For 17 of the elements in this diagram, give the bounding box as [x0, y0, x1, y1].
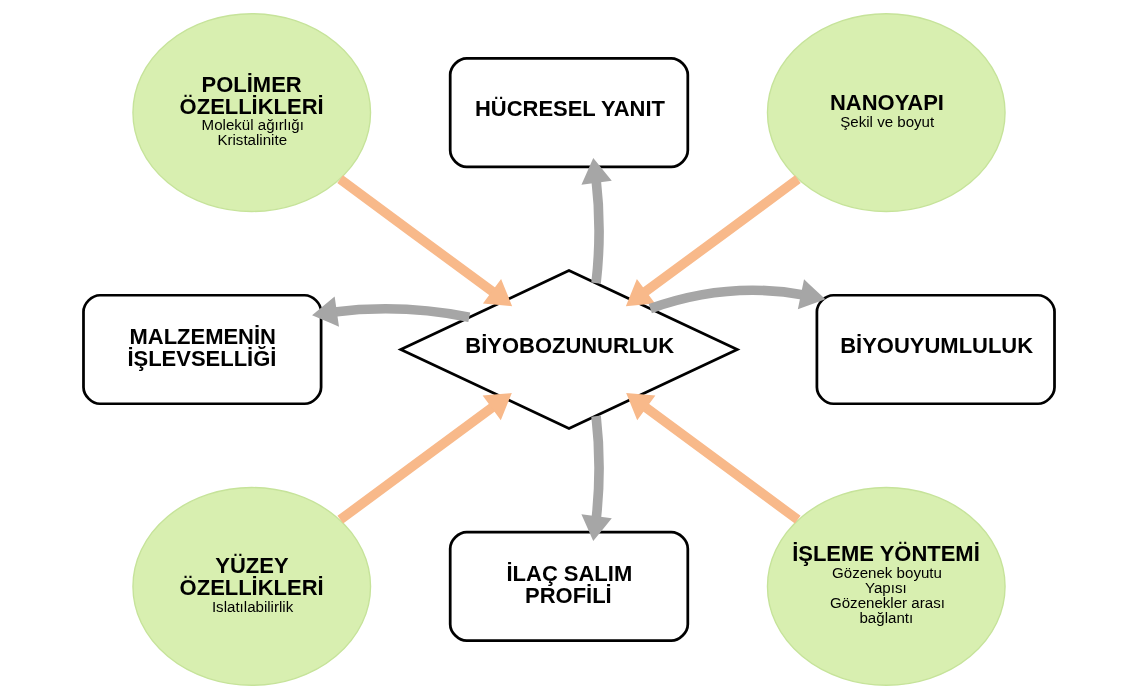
- arrow: [625, 175, 801, 307]
- arrow: [337, 175, 513, 307]
- node-ellipse: POLİMER ÖZELLİKLERİ Molekül ağırlığı Kristalinite: [132, 13, 372, 213]
- arrow: [581, 415, 612, 542]
- node-ellipse: YÜZEY ÖZELLİKLERİ Islatılabilirlik: [132, 486, 372, 686]
- node-box: HÜCRESEL YANIT: [448, 56, 690, 169]
- node-box: İLAÇ SALIM PROFİLİ: [448, 530, 690, 643]
- arrow: [312, 296, 471, 327]
- node-box: BİYOUYUMLULUK: [815, 293, 1056, 406]
- arrow: [648, 279, 826, 314]
- node-ellipse: İŞLEME YÖNTEMİ Gözenek boyutu Yapısı Gözenekler arası bağlantı: [766, 486, 1006, 686]
- node-diamond: BİYOBOZUNURLUK: [397, 269, 741, 430]
- arrow: [337, 393, 512, 524]
- arrow: [626, 393, 801, 524]
- node-ellipse: NANOYAPI Şekil ve boyut: [766, 13, 1006, 213]
- node-box: MALZEMENİN İŞLEVSELLİĞİ: [82, 293, 323, 406]
- arrow: [581, 158, 612, 284]
